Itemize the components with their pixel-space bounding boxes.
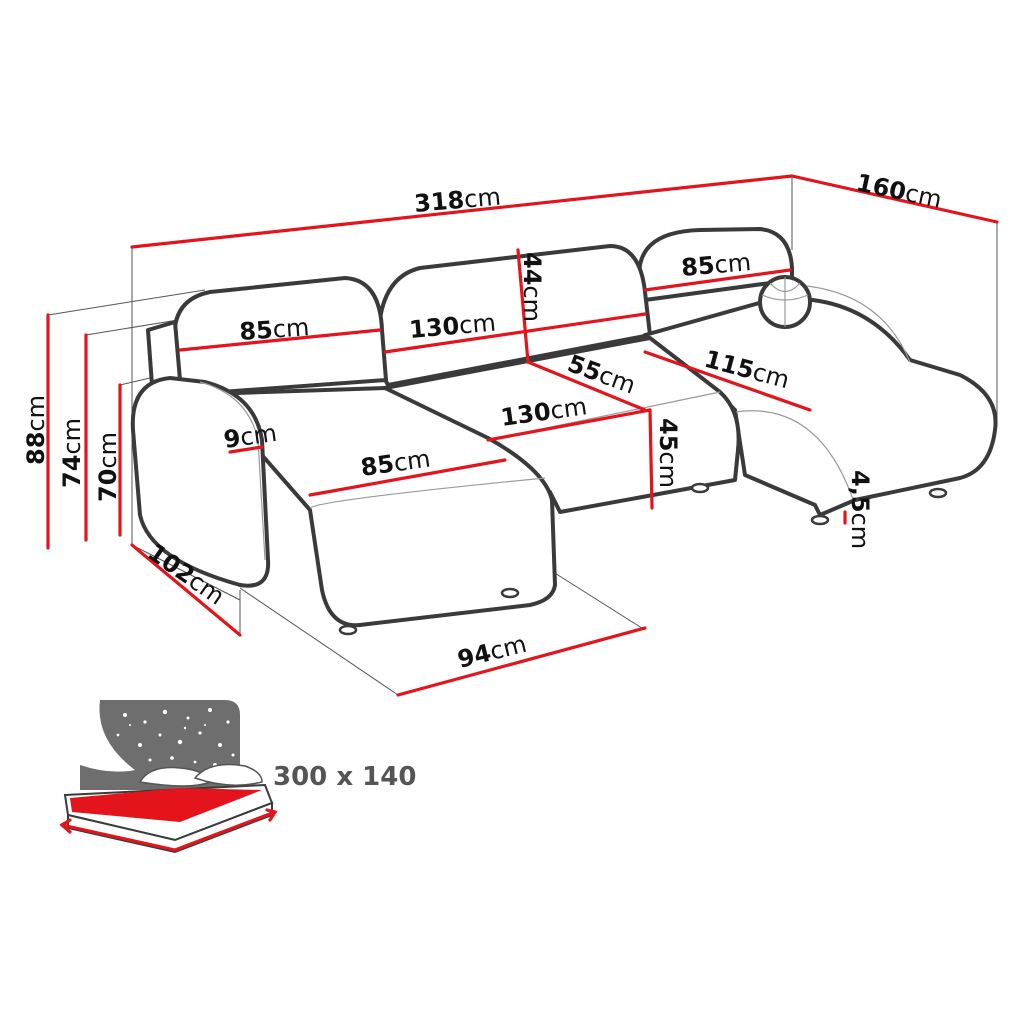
dim-label-45: 45cm <box>654 418 682 488</box>
dim-line-9 <box>228 445 264 454</box>
dimension-lines <box>46 174 999 697</box>
foot <box>338 624 358 636</box>
foot <box>810 514 830 526</box>
dim-line-44 <box>516 248 530 364</box>
dim-line-back-mid <box>383 312 647 354</box>
armrest-left <box>130 376 271 588</box>
dim-label-9: 9cm <box>222 419 279 454</box>
back-cushion-right <box>637 227 794 302</box>
foot <box>928 487 948 499</box>
dim-line-back-right <box>643 268 792 292</box>
dim-line-seat-left <box>308 458 507 497</box>
dim-label-seat-mid: 130cm <box>499 392 589 432</box>
dim-line-55 <box>526 360 647 412</box>
bed-surface <box>70 788 262 822</box>
chaise-right <box>643 296 998 517</box>
dim-line-102 <box>130 543 242 637</box>
round-pillow <box>758 275 812 329</box>
dim-line-seat-mid <box>486 408 652 442</box>
dim-label-back-left: 85cm <box>238 313 310 346</box>
dim-label-back-mid: 130cm <box>408 309 497 344</box>
dim-label-seat-left: 85cm <box>359 444 432 481</box>
dim-line-318 <box>130 174 794 249</box>
pillow-icon <box>138 763 263 787</box>
foot <box>690 482 710 494</box>
dim-label-160: 160cm <box>854 168 945 213</box>
dim-label-55: 55cm <box>564 349 639 399</box>
dim-label-94: 94cm <box>455 630 530 674</box>
foot <box>500 587 520 599</box>
chaise-left <box>176 386 557 628</box>
bed-icon <box>59 700 278 854</box>
dim-label-4-5: 4,5cm <box>846 470 874 549</box>
dim-label-88: 88cm <box>22 395 50 465</box>
dim-line-45 <box>648 408 654 510</box>
dim-label-318: 318cm <box>413 183 502 218</box>
dim-label-74: 74cm <box>58 418 86 488</box>
dim-line-back-left <box>178 328 382 352</box>
back-cushion-left <box>172 276 388 397</box>
back-frame-left <box>146 320 182 387</box>
dim-label-44: 44cm <box>518 252 546 322</box>
dim-line-160 <box>790 174 999 224</box>
bed-size-label: 300 x 140 <box>273 762 416 792</box>
moon-icon <box>80 700 135 772</box>
dim-label-70: 70cm <box>94 432 122 502</box>
dim-line-115 <box>643 350 812 412</box>
dim-label-back-right: 85cm <box>680 248 752 282</box>
dim-line-94 <box>396 626 647 697</box>
